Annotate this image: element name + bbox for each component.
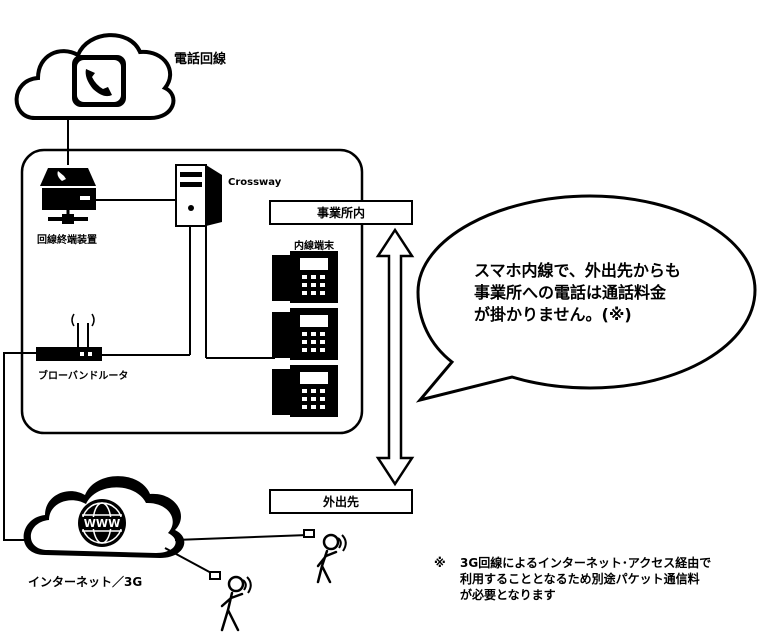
bubble-text: スマホ内線で、外出先からも 事業所への電話は通話料金 が掛かりません。(※) [474,260,681,326]
terminal-device-icon [40,168,96,224]
outside-label: 外出先 [322,495,359,509]
person-with-phone-icon [303,529,347,584]
phone-line-label: 電話回線 [174,52,227,67]
office-inside-box: 事業所内 [269,200,413,225]
crossway-label: Crossway [228,177,282,188]
office-area [20,148,364,435]
www-globe-icon: WWW [78,499,126,547]
phone-icon [72,55,126,107]
bubble-line-3: が掛かりません。(※) [474,305,632,324]
double-arrow-icon [375,227,415,487]
note-mark: ※ [434,556,446,570]
extension-terminal-label: 内線端末 [294,241,334,252]
router-label: ブローバンドルータ [38,371,129,382]
server-icon [175,164,222,227]
footnote-line-2: 利用することとなるため別途パケット通信料 [460,572,700,586]
desk-phone-icon [272,251,338,303]
person-with-phone-icon [209,571,252,632]
footnote: 3G回線によるインターネット･アクセス経由で 利用することとなるため別途パケット… [460,555,711,603]
footnote-line-3: が必要となります [460,588,556,602]
desk-phone-icon [272,365,338,417]
office-inside-label: 事業所内 [316,206,365,220]
svg-text:WWW: WWW [84,517,120,530]
terminal-device-label: 回線終端装置 [37,235,97,246]
internet-label: インターネット／3G [28,575,143,589]
bubble-line-1: スマホ内線で、外出先からも [474,261,681,280]
outside-box: 外出先 [269,489,413,514]
router-icon [36,313,102,361]
bubble-line-2: 事業所への電話は通話料金 [474,283,667,302]
speech-bubble [415,194,757,403]
footnote-line-1: 3G回線によるインターネット･アクセス経由で [460,556,712,570]
desk-phone-icon [272,308,338,360]
